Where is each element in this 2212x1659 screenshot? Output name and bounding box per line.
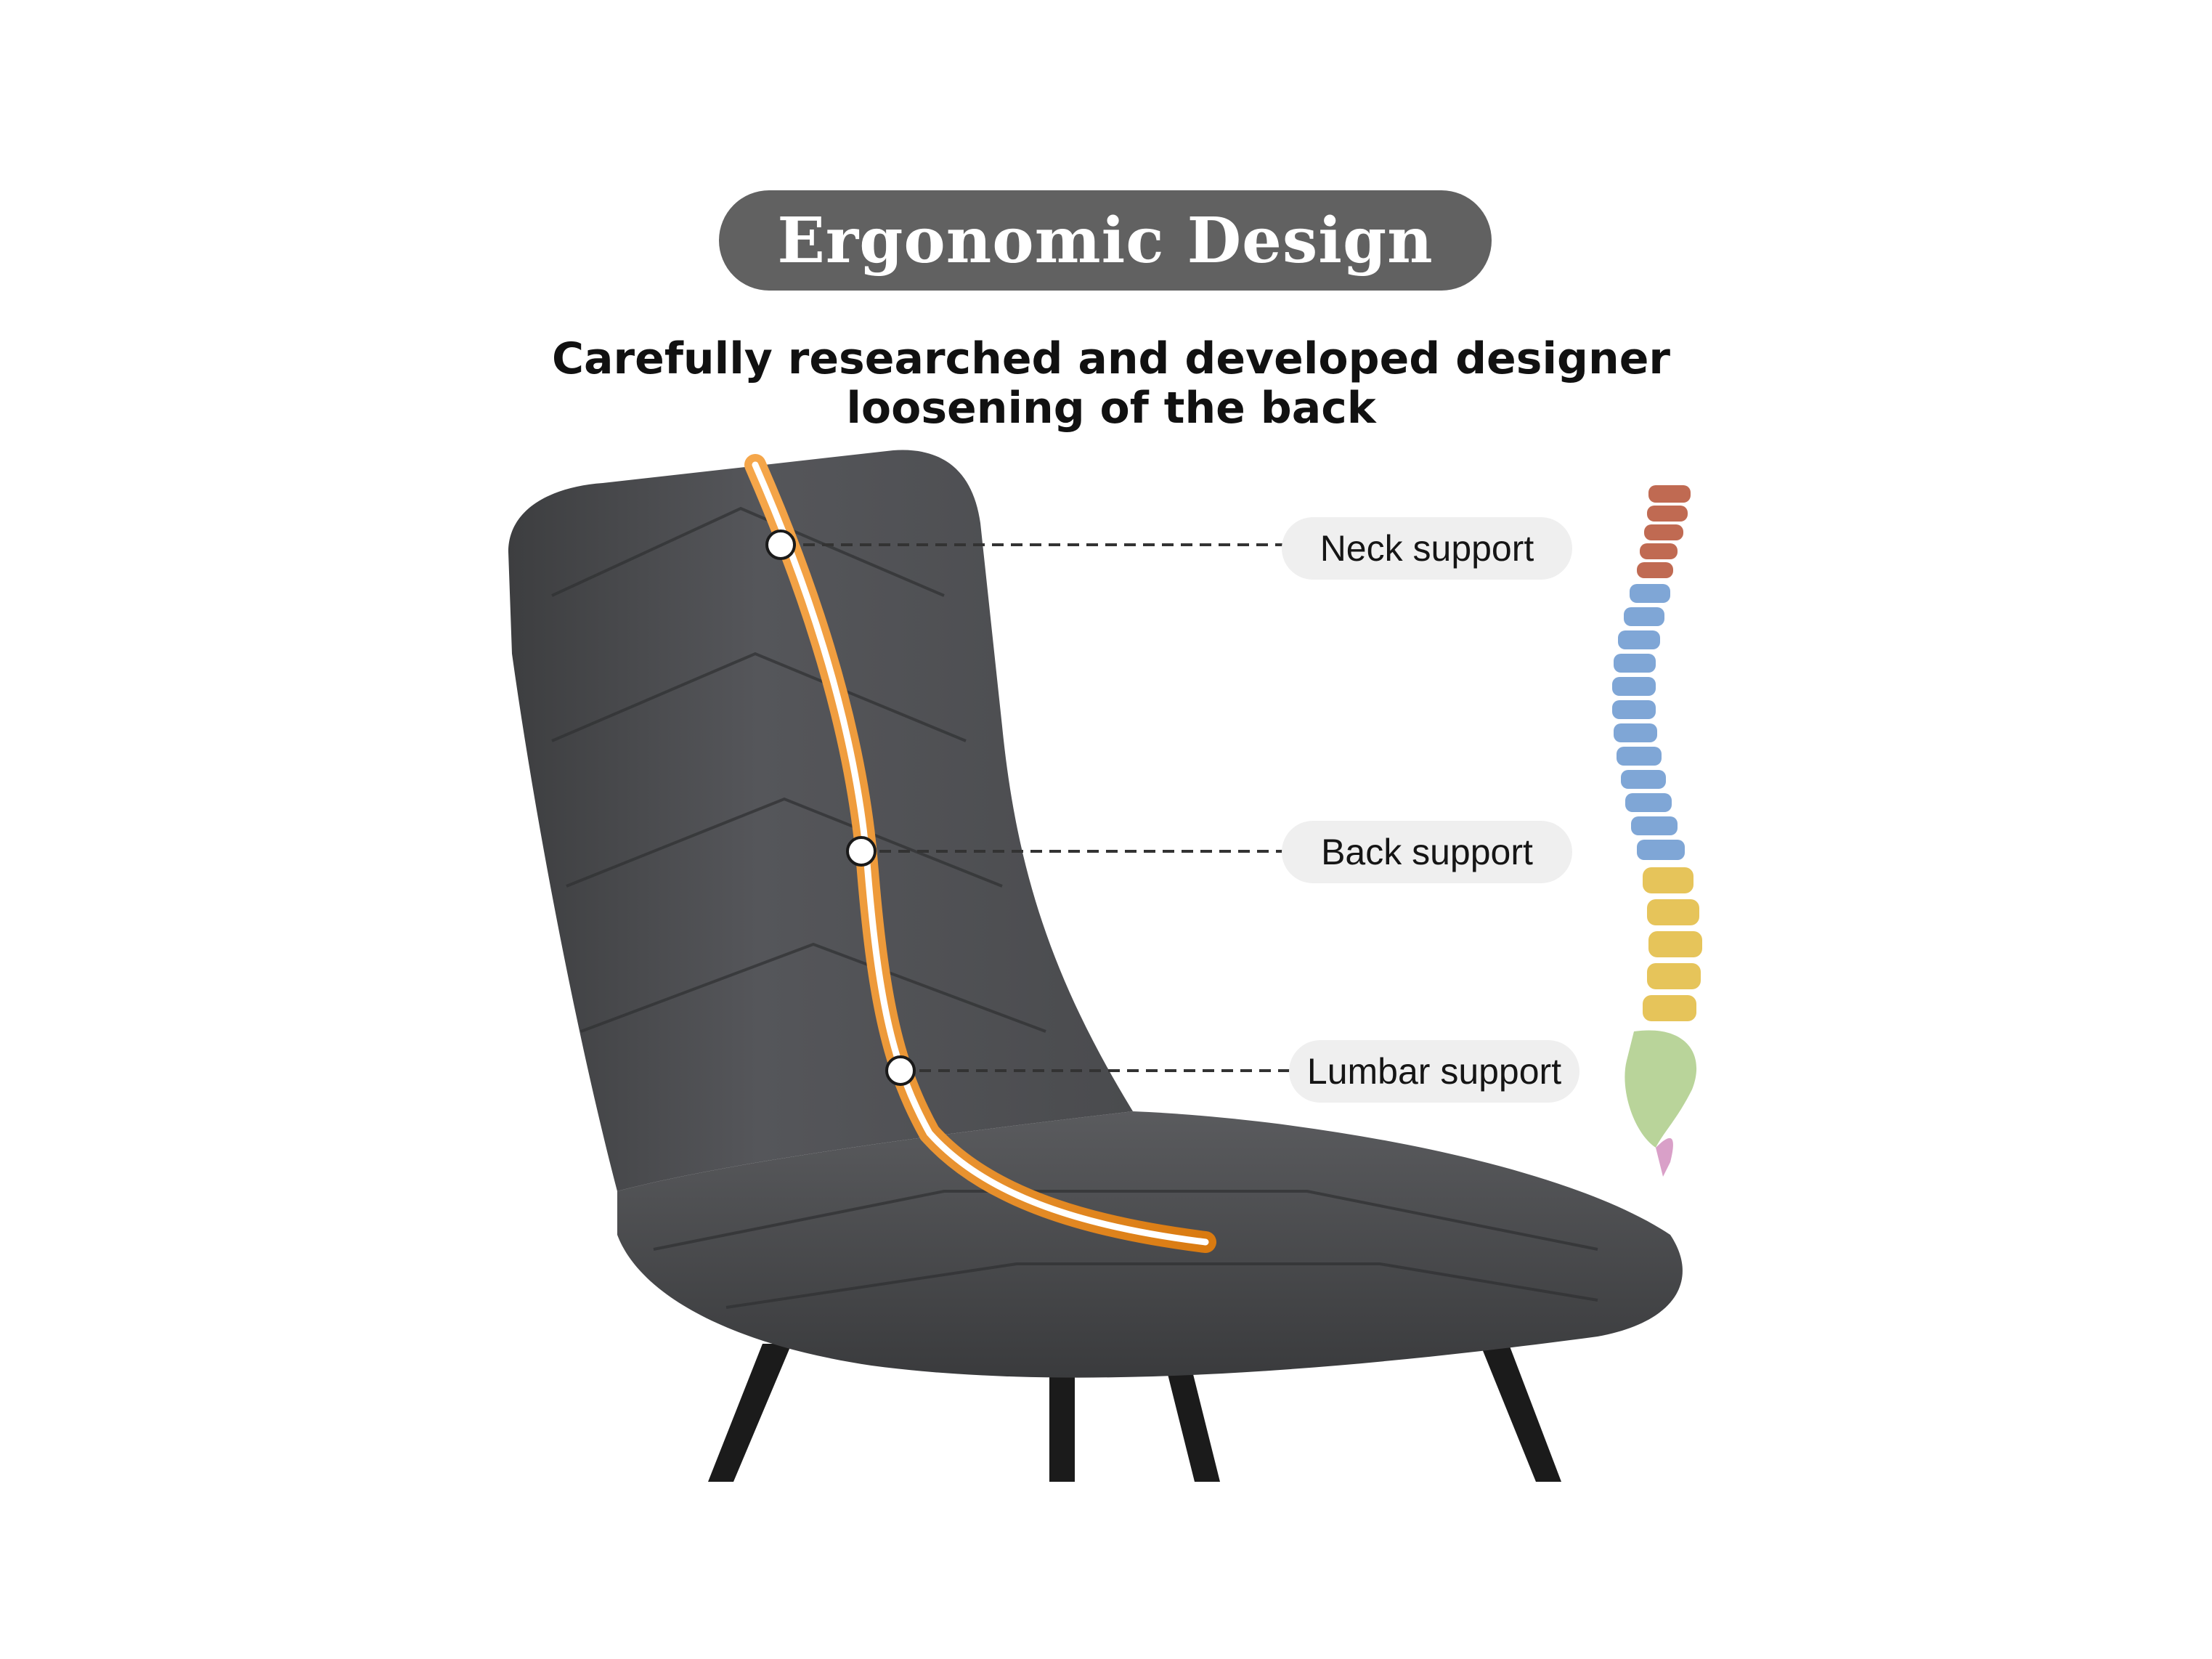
callout-back-label: Back support	[1321, 832, 1533, 872]
quilt-stitching	[551, 506, 1598, 1309]
subtitle-line-2: loosening of the back	[846, 383, 1376, 434]
leader-lines	[784, 543, 1296, 1072]
page-title: Ergonomic Design	[777, 203, 1434, 277]
chair-legs	[708, 1329, 1561, 1482]
marker-dots	[765, 530, 916, 1086]
callout-lumbar-label: Lumbar support	[1306, 1051, 1562, 1092]
lumbar-marker	[885, 1055, 916, 1086]
spine-illustration	[1612, 485, 1702, 1177]
back-marker	[846, 836, 877, 867]
callout-back-support: Back support	[1282, 821, 1572, 883]
title-banner: Ergonomic Design	[719, 190, 1492, 291]
chair-backrest	[508, 450, 1133, 1191]
callout-neck-label: Neck support	[1320, 528, 1534, 569]
neck-marker	[765, 530, 796, 560]
callout-neck-support: Neck support	[1282, 517, 1572, 580]
subtitle-line-1: Carefully researched and developed desig…	[552, 333, 1670, 384]
subtitle: Carefully researched and developed desig…	[494, 334, 1728, 433]
callout-lumbar-support: Lumbar support	[1289, 1040, 1579, 1103]
